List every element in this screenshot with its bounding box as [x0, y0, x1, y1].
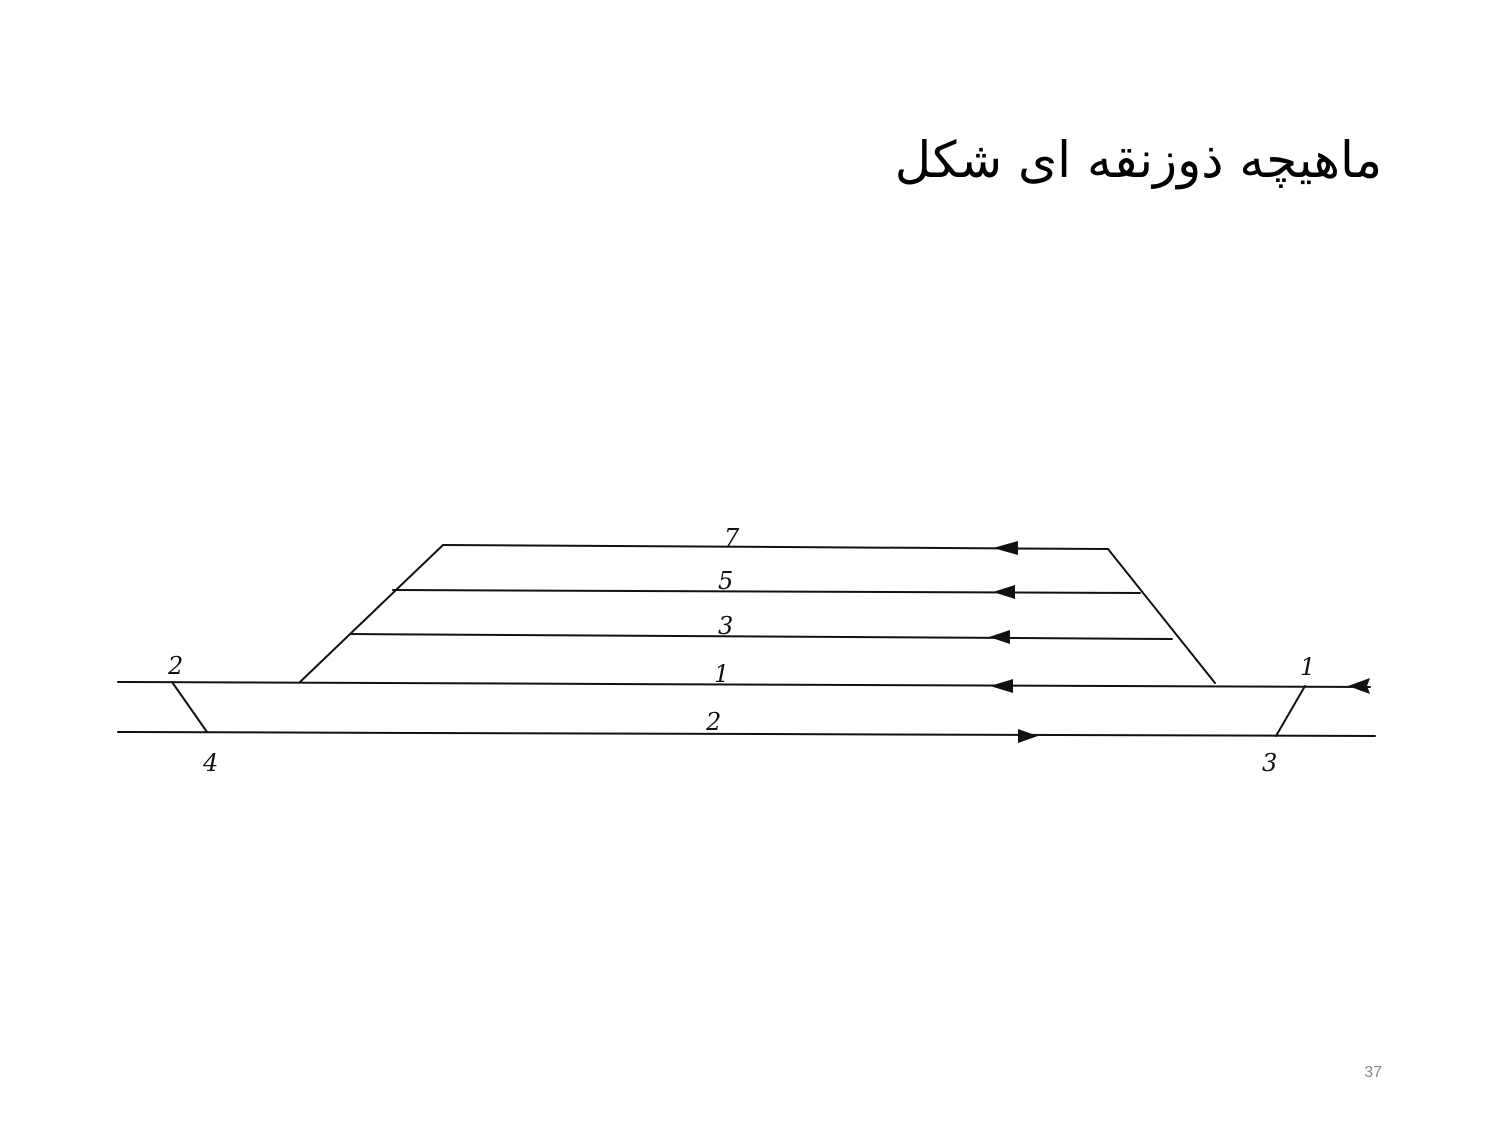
corner-label-top-right: 1: [1300, 653, 1315, 681]
right-connector: [1275, 685, 1306, 737]
loop-label-7: 7: [724, 524, 740, 552]
line-2: [117, 731, 1376, 737]
trapezoid-right-side: [1107, 548, 1216, 684]
loop-label-3: 3: [718, 612, 733, 640]
line-1: [117, 681, 1371, 688]
page-number: 37: [1364, 1064, 1382, 1081]
corner-label-bottom-left: 4: [202, 749, 218, 777]
arrow-left-icon: [993, 585, 1015, 599]
loop-label-5: 5: [718, 567, 733, 595]
loop-label-1: 1: [714, 660, 729, 688]
line-5: [392, 589, 1141, 594]
arrow-left-icon: [993, 541, 1018, 555]
corner-label-bottom-right: 3: [1262, 749, 1277, 777]
corner-label-top-left: 2: [167, 652, 183, 680]
left-connector: [171, 681, 208, 733]
arrow-left-icon: [989, 630, 1010, 644]
line-3: [349, 633, 1173, 640]
arrow-right-icon: [1018, 729, 1038, 743]
arrow-left-icon: [1348, 678, 1370, 694]
slide-title: ماهیچه ذوزنقه ای شکل: [894, 131, 1382, 189]
arrow-left-icon: [990, 679, 1013, 693]
trapezoid-left-side: [299, 544, 444, 683]
loop-label-2: 2: [705, 708, 721, 736]
